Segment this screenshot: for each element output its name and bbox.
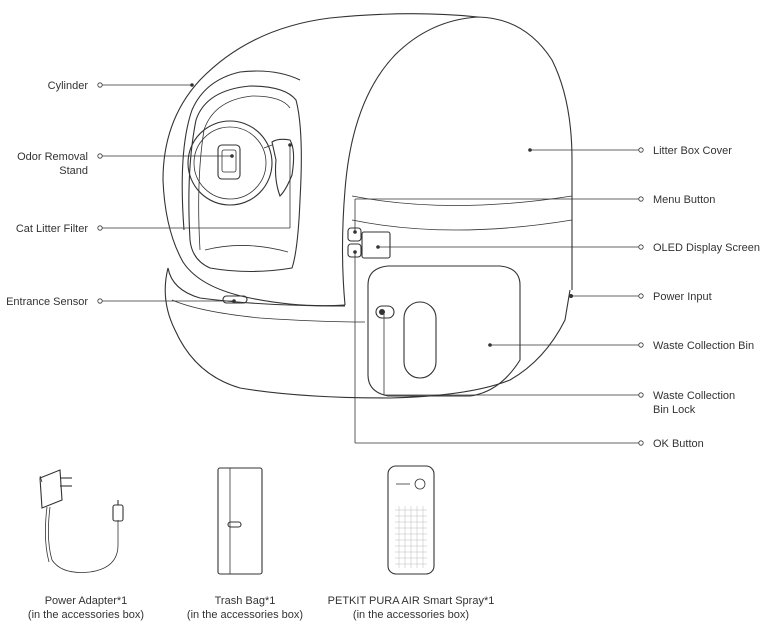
trash-bag-illustration bbox=[217, 467, 263, 575]
accessory-note-trash-bag: (in the accessories box) bbox=[187, 609, 303, 621]
label-odor-removal-stand-line1: Odor Removal bbox=[17, 151, 88, 163]
oled-display-shape bbox=[361, 231, 391, 259]
odor-removal-stand bbox=[187, 120, 273, 206]
bin-lock-shape bbox=[375, 305, 395, 319]
label-bin-lock-line2: Bin Lock bbox=[653, 404, 696, 416]
cat-litter-filter bbox=[271, 138, 295, 197]
label-ok-button: OK Button bbox=[653, 438, 704, 450]
label-odor-removal-stand-line2: Stand bbox=[59, 165, 88, 177]
label-litter-box-cover: Litter Box Cover bbox=[653, 145, 732, 157]
label-bin-lock-line1: Waste Collection bbox=[653, 390, 735, 402]
accessory-note-power-adapter: (in the accessories box) bbox=[28, 609, 144, 621]
spray-vent-grid bbox=[395, 506, 427, 568]
label-waste-collection-bin: Waste Collection Bin bbox=[653, 340, 754, 352]
leader-lines bbox=[97, 82, 644, 446]
power-adapter-illustration bbox=[39, 469, 124, 573]
accessory-name-trash-bag: Trash Bag*1 bbox=[215, 595, 276, 607]
label-entrance-sensor: Entrance Sensor bbox=[6, 296, 88, 308]
base-body bbox=[164, 267, 571, 399]
waste-collection-bin-shape bbox=[367, 265, 521, 397]
accessory-name-power-adapter: Power Adapter*1 bbox=[45, 595, 128, 607]
label-oled-display-screen: OLED Display Screen bbox=[653, 242, 760, 254]
label-power-input: Power Input bbox=[653, 291, 712, 303]
label-menu-button: Menu Button bbox=[653, 194, 715, 206]
litter-box-illustration bbox=[162, 13, 573, 399]
accessory-name-smart-spray: PETKIT PURA AIR Smart Spray*1 bbox=[328, 595, 495, 607]
entrance-opening bbox=[188, 85, 302, 273]
label-cylinder: Cylinder bbox=[48, 80, 89, 92]
label-cat-litter-filter: Cat Litter Filter bbox=[16, 223, 88, 235]
menu-button-shape bbox=[347, 227, 362, 242]
ok-button-shape bbox=[347, 243, 362, 258]
smart-spray-illustration bbox=[387, 465, 435, 575]
accessory-captions: Power Adapter*1 (in the accessories box)… bbox=[28, 595, 494, 621]
entrance-sensor-shape bbox=[222, 295, 248, 304]
litter-box-cover bbox=[341, 16, 573, 306]
accessory-note-smart-spray: (in the accessories box) bbox=[353, 609, 469, 621]
cylinder-shell bbox=[162, 13, 479, 307]
callout-labels: Cylinder Odor Removal Stand Cat Litter F… bbox=[6, 80, 760, 450]
